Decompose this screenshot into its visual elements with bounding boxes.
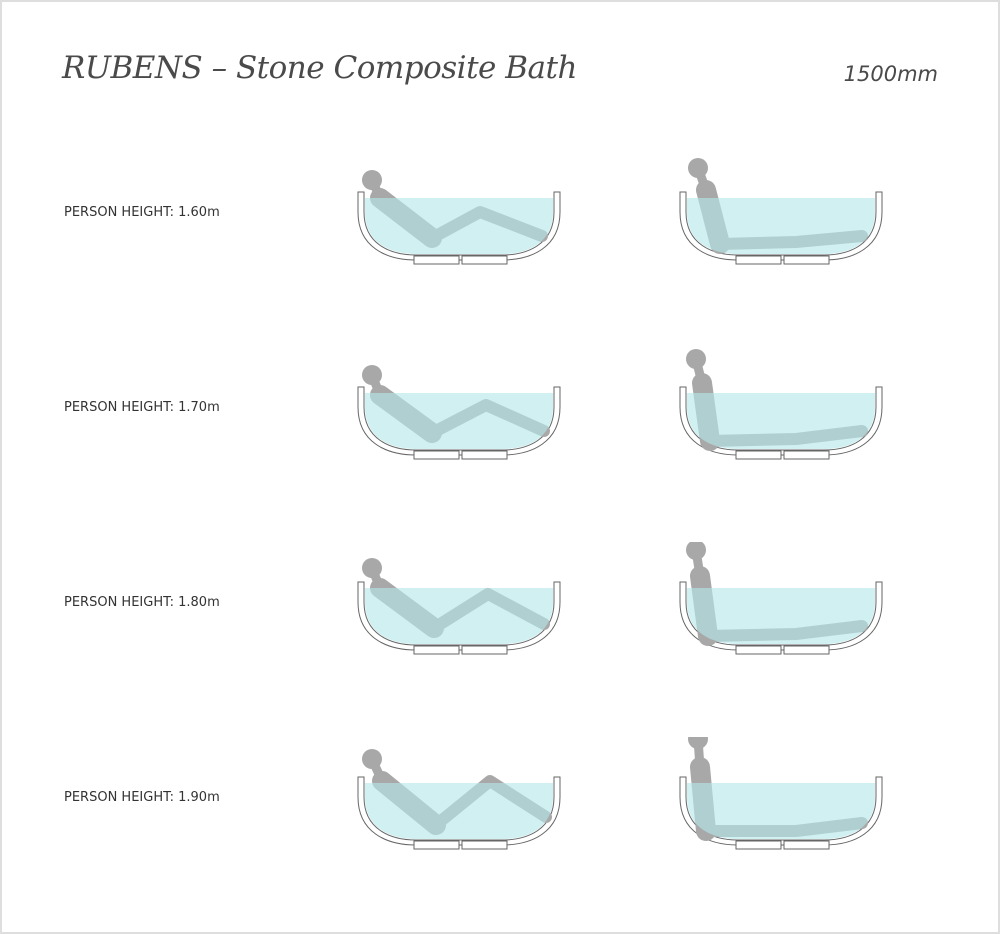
bath-length: 1500mm	[843, 62, 938, 86]
bath-foot	[735, 840, 782, 850]
bath-shell	[357, 581, 561, 651]
bath-foot	[735, 255, 782, 265]
page-title: RUBENS – Stone Composite Bath	[62, 50, 577, 86]
bath-foot	[783, 645, 830, 655]
bath-foot	[783, 450, 830, 460]
bath-foot	[735, 450, 782, 460]
bath-figure-upright	[679, 542, 883, 655]
bath-figure-upright	[679, 158, 883, 265]
bath-foot	[783, 255, 830, 265]
bath-figure-upright	[679, 349, 883, 460]
bath-water	[687, 393, 875, 449]
bath-shell	[357, 191, 561, 261]
person-height-label: PERSON HEIGHT: 1.70m	[64, 400, 220, 415]
bath-water	[687, 588, 875, 644]
bath-foot	[783, 840, 830, 850]
bath-figure-reclining	[357, 170, 561, 265]
bath-water	[365, 198, 553, 254]
person-height-label: PERSON HEIGHT: 1.90m	[64, 790, 220, 805]
bath-water	[365, 783, 553, 839]
bath-water	[365, 393, 553, 449]
bath-foot	[413, 255, 460, 265]
bath-foot	[413, 840, 460, 850]
bath-figure-upright	[679, 737, 883, 850]
bath-foot	[413, 450, 460, 460]
bath-shell	[357, 386, 561, 456]
bath-foot	[461, 645, 508, 655]
bath-foot	[461, 840, 508, 850]
person-height-label: PERSON HEIGHT: 1.60m	[64, 205, 220, 220]
bath-figure-reclining	[357, 558, 561, 655]
bath-foot	[735, 645, 782, 655]
bath-foot	[413, 645, 460, 655]
bath-foot	[461, 255, 508, 265]
bath-shell	[679, 191, 883, 261]
bath-foot	[461, 450, 508, 460]
bath-water	[687, 198, 875, 254]
bath-shell	[357, 776, 561, 846]
person-height-label: PERSON HEIGHT: 1.80m	[64, 595, 220, 610]
bath-figure-reclining	[357, 749, 561, 850]
bath-water	[687, 783, 875, 839]
bath-water	[365, 588, 553, 644]
bath-figure-reclining	[357, 365, 561, 460]
